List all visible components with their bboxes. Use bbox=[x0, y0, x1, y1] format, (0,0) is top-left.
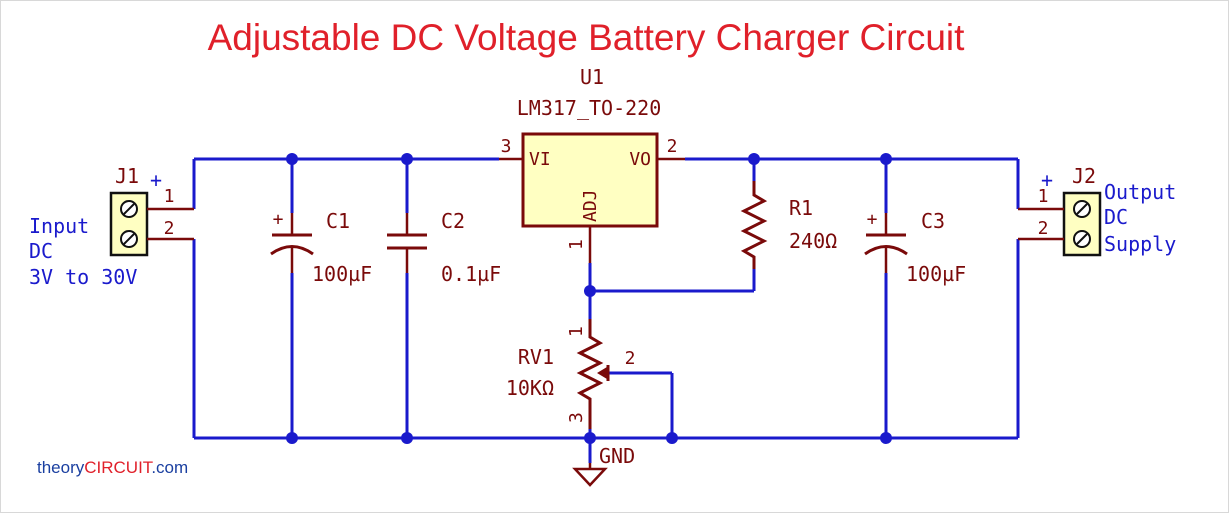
c1-plate-negative bbox=[270, 245, 314, 256]
u1-pin-in-label: VI bbox=[529, 149, 551, 170]
junction-dot bbox=[401, 153, 413, 165]
input-label-line1: Input bbox=[29, 214, 89, 238]
rv1-wiper-arrow bbox=[597, 367, 607, 379]
watermark-brand: CIRCUIT bbox=[84, 458, 153, 477]
potentiometer-rv1: RV1 10KΩ 1 2 3 bbox=[506, 319, 636, 429]
c1-value: 100µF bbox=[312, 262, 372, 286]
input-label-line3: 3V to 30V bbox=[29, 265, 137, 289]
c3-value: 100µF bbox=[906, 262, 966, 286]
r1-value: 240Ω bbox=[789, 229, 837, 253]
u1-pin-out-label: VO bbox=[629, 149, 651, 170]
capacitor-c2: C2 0.1µF bbox=[387, 209, 501, 286]
ground-symbol: GND bbox=[572, 444, 635, 487]
capacitor-c3: + C3 100µF bbox=[864, 209, 966, 286]
u1-pin-out-number: 2 bbox=[667, 136, 678, 157]
r1-ref: R1 bbox=[789, 196, 813, 220]
c3-polarity-mark: + bbox=[867, 209, 878, 230]
rv1-ref: RV1 bbox=[518, 345, 554, 369]
u1-pin-adj-label: ADJ bbox=[580, 189, 601, 222]
c2-ref: C2 bbox=[441, 209, 465, 233]
j1-plus-sign: + bbox=[150, 168, 162, 192]
junction-dot bbox=[286, 432, 298, 444]
c3-ref: C3 bbox=[921, 209, 945, 233]
j2-pin2-number: 2 bbox=[1038, 218, 1049, 239]
u1-ref: U1 bbox=[580, 65, 604, 89]
wires bbox=[192, 157, 1020, 463]
junction-dot bbox=[401, 432, 413, 444]
gnd-label: GND bbox=[599, 444, 635, 468]
j2-plus-sign: + bbox=[1041, 168, 1053, 192]
input-label-line2: DC bbox=[29, 239, 53, 263]
rv1-zigzag bbox=[576, 319, 604, 429]
c3-plate-negative bbox=[864, 245, 908, 256]
j2-ref: J2 bbox=[1072, 164, 1096, 188]
u1-pin-adj-number: 1 bbox=[566, 239, 587, 250]
junction-dot bbox=[286, 153, 298, 165]
junction-dot bbox=[880, 432, 892, 444]
junction-dot bbox=[584, 285, 596, 297]
j1-pin2-number: 2 bbox=[164, 218, 175, 239]
connector-j1: J1 + 1 2 Input DC 3V to 30V bbox=[29, 164, 194, 289]
output-label-line3: Supply bbox=[1104, 232, 1176, 256]
screw-slot bbox=[1076, 233, 1088, 245]
resistor-r1: R1 240Ω bbox=[740, 181, 837, 269]
screw-slot bbox=[123, 233, 135, 245]
capacitor-c1: + C1 100µF bbox=[270, 209, 372, 286]
output-label-line2: DC bbox=[1104, 205, 1128, 229]
screw-slot bbox=[123, 203, 135, 215]
rv1-pin2-number: 2 bbox=[625, 348, 636, 369]
ground-icon bbox=[572, 467, 608, 487]
u1-body bbox=[521, 132, 659, 228]
j1-ref: J1 bbox=[115, 164, 139, 188]
c1-polarity-mark: + bbox=[273, 209, 284, 230]
watermark-suffix: .com bbox=[151, 458, 188, 477]
u1-pin-in-number: 3 bbox=[501, 136, 512, 157]
j2-pin1-number: 1 bbox=[1038, 186, 1049, 207]
site-watermark: theoryCIRCUIT.com bbox=[37, 458, 188, 477]
rv1-pin3-number: 3 bbox=[566, 412, 587, 423]
output-label-line1: Output bbox=[1104, 180, 1176, 204]
junction-dot bbox=[584, 432, 596, 444]
u1-part: LM317_TO-220 bbox=[517, 96, 662, 120]
junction-dot bbox=[880, 153, 892, 165]
c1-ref: C1 bbox=[326, 209, 350, 233]
r1-zigzag bbox=[740, 181, 768, 269]
c2-value: 0.1µF bbox=[441, 262, 501, 286]
junction-dot bbox=[666, 432, 678, 444]
j1-pin1-number: 1 bbox=[164, 186, 175, 207]
rv1-value: 10KΩ bbox=[506, 376, 554, 400]
junction-dot bbox=[748, 153, 760, 165]
rv1-pin1-number: 1 bbox=[566, 326, 587, 337]
connector-j2: J2 + 1 2 Output DC Supply bbox=[1018, 164, 1176, 257]
regulator-u1: U1 LM317_TO-220 VI VO ADJ 3 2 1 bbox=[499, 65, 685, 263]
watermark-prefix: theory bbox=[37, 458, 85, 477]
screw-slot bbox=[1076, 203, 1088, 215]
junctions bbox=[286, 153, 892, 444]
diagram-title: Adjustable DC Voltage Battery Charger Ci… bbox=[208, 17, 966, 58]
